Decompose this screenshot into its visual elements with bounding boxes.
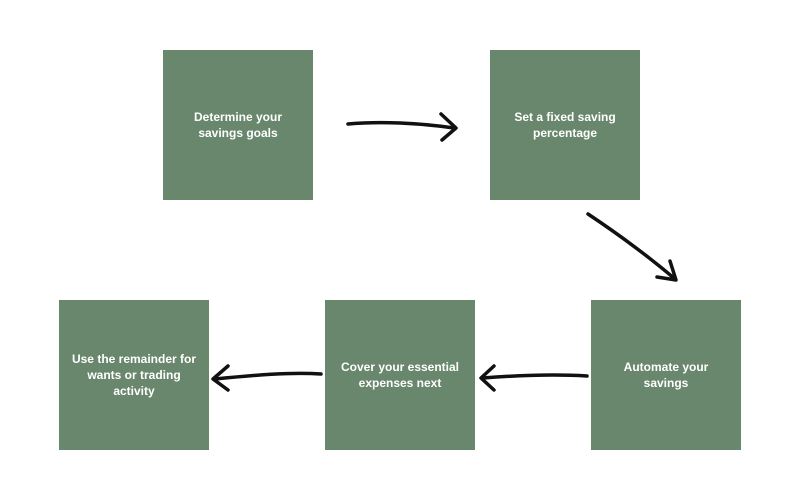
arrow-step4-to-step5 — [211, 364, 323, 392]
step-box-fixed-percentage: Set a fixed saving percentage — [490, 50, 640, 200]
step-box-essential-expenses: Cover your essential expenses next — [325, 300, 475, 450]
step-box-determine-goals: Determine your savings goals — [163, 50, 313, 200]
step-box-wants-trading: Use the remainder for wants or trading a… — [59, 300, 209, 450]
step-label: Determine your savings goals — [193, 110, 283, 140]
arrow-step3-to-step4 — [479, 364, 589, 392]
step-label: Automate your savings — [623, 360, 709, 390]
step-label: Use the remainder for wants or trading a… — [71, 352, 197, 398]
arrow-step2-to-step3 — [586, 212, 678, 282]
arrow-step1-to-step2 — [346, 112, 458, 142]
step-label: Cover your essential expenses next — [340, 360, 460, 390]
step-box-automate-savings: Automate your savings — [591, 300, 741, 450]
step-label: Set a fixed saving percentage — [514, 110, 616, 140]
